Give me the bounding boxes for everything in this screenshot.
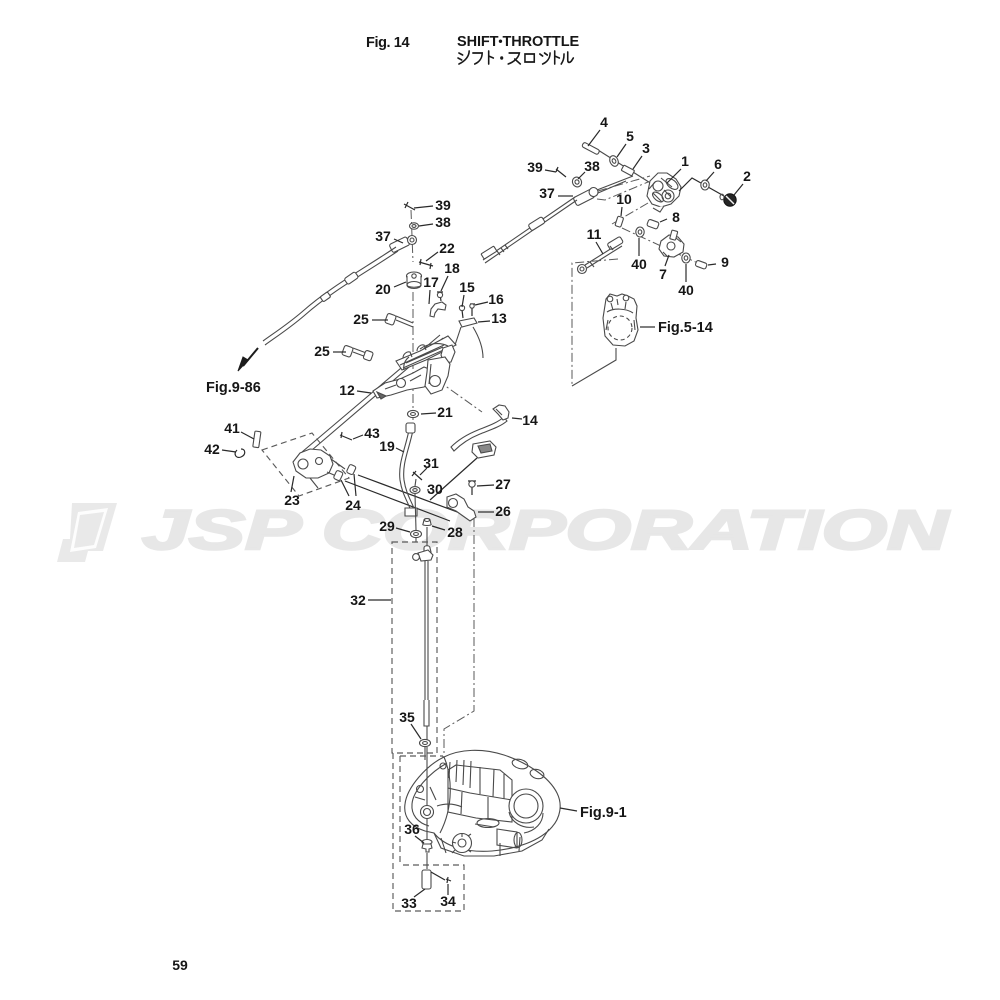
svg-text:36: 36 [404,821,420,837]
svg-text:38: 38 [435,214,451,230]
svg-text:16: 16 [488,291,504,307]
svg-text:JSP CORPORATION: JSP CORPORATION [142,498,950,561]
svg-text:40: 40 [678,282,694,298]
svg-text:25: 25 [314,343,330,359]
svg-text:SHIFT•THROTTLE: SHIFT•THROTTLE [457,34,579,50]
svg-text:35: 35 [399,709,415,725]
svg-text:7: 7 [659,266,667,282]
svg-text:26: 26 [495,503,511,519]
svg-text:Fig.5-14: Fig.5-14 [658,320,713,336]
svg-text:27: 27 [495,476,511,492]
svg-text:21: 21 [437,404,453,420]
svg-text:23: 23 [284,492,300,508]
svg-text:33: 33 [401,895,417,911]
svg-text:31: 31 [423,455,439,471]
svg-text:11: 11 [587,226,602,242]
svg-text:22: 22 [439,240,455,256]
svg-text:Fig.9-1: Fig.9-1 [580,805,627,821]
svg-text:40: 40 [631,256,647,272]
svg-text:37: 37 [539,185,555,201]
svg-text:20: 20 [375,281,391,297]
svg-text:1: 1 [681,153,689,169]
svg-text:17: 17 [423,274,439,290]
svg-text:4: 4 [600,114,608,130]
svg-text:30: 30 [427,481,443,497]
svg-text:13: 13 [491,310,507,326]
svg-text:37: 37 [375,228,391,244]
svg-text:59: 59 [172,957,188,973]
svg-text:6: 6 [714,156,722,172]
svg-text:3: 3 [642,140,650,156]
svg-text:28: 28 [447,524,463,540]
svg-text:39: 39 [527,159,543,175]
svg-text:39: 39 [435,197,451,213]
svg-text:41: 41 [224,420,240,436]
svg-text:32: 32 [350,592,366,608]
svg-text:2: 2 [743,168,751,184]
svg-text:25: 25 [353,311,369,327]
svg-text:14: 14 [522,412,538,428]
svg-text:10: 10 [616,191,632,207]
svg-text:38: 38 [584,158,600,174]
svg-text:15: 15 [459,279,475,295]
svg-text:24: 24 [345,497,361,513]
svg-text:18: 18 [444,260,460,276]
svg-text:19: 19 [379,438,395,454]
svg-text:Fig.9-86: Fig.9-86 [206,380,261,396]
svg-text:34: 34 [440,893,456,909]
svg-text:42: 42 [204,441,220,457]
svg-text:12: 12 [339,382,355,398]
svg-text:43: 43 [364,425,380,441]
svg-text:Fig. 14: Fig. 14 [366,35,409,51]
svg-text:5: 5 [626,128,634,144]
svg-text:29: 29 [379,518,395,534]
svg-text:8: 8 [672,209,680,225]
svg-text:9: 9 [721,254,729,270]
